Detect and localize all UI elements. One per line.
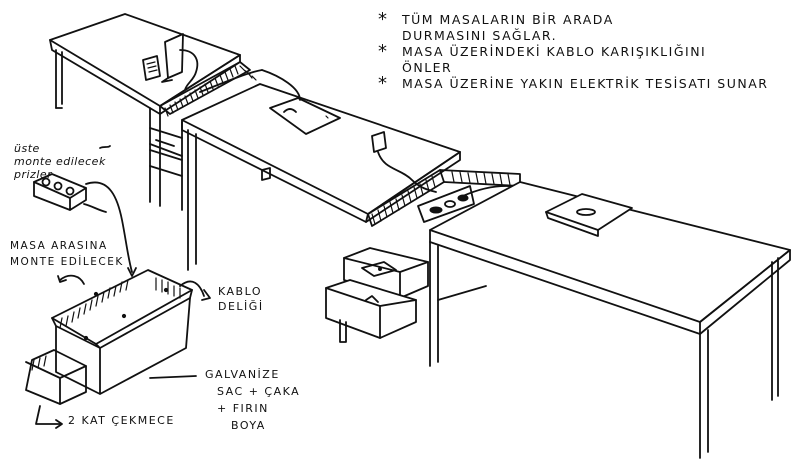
label-galv-line-4: BOYA [231, 419, 266, 432]
label-galv-line-1: GALVANİZE [205, 368, 280, 381]
note-2-line-2: ÖNLER [402, 60, 453, 75]
note-2: * MASA ÜZERİNDEKİ KABLO KARIŞIKLIĞINI [378, 41, 768, 62]
cable-channel-back [159, 61, 263, 117]
pedestal-drawers [149, 107, 183, 211]
label-masa-line-2: MONTE EDİLECEK [10, 256, 124, 268]
bullet-star-icon: * [378, 9, 389, 30]
design-notes: * TÜM MASALARIN BİR ARADA DURMASINI SAĞL… [378, 9, 769, 94]
bullet-star-icon: * [378, 41, 389, 62]
label-priz-line-1: üste [14, 142, 40, 155]
note-2-line-1: MASA ÜZERİNDEKİ KABLO KARIŞIKLIĞINI [402, 44, 707, 59]
label-priz-line-3: prizler [14, 168, 53, 181]
cable-channel-front [367, 169, 557, 227]
bullet-star-icon: * [378, 73, 389, 94]
label-galv-line-2: SAC + ÇAKA [217, 385, 301, 398]
table-middle [181, 69, 461, 271]
note-3: * MASA ÜZERİNE YAKIN ELEKTRİK TESİSATI S… [378, 73, 769, 94]
cable-box-detail [25, 269, 211, 429]
label-cable-hole: KABLO DELİĞİ [218, 284, 264, 314]
side-drawers [325, 247, 429, 343]
label-material: GALVANİZE SAC + ÇAKA + FIRIN BOYA [205, 366, 300, 434]
note-1-line-1: TÜM MASALARIN BİR ARADA [402, 12, 614, 27]
note-1: * TÜM MASALARIN BİR ARADA [378, 9, 768, 30]
label-priz-line-2: monte edilecek [14, 155, 106, 168]
table-front-right [429, 181, 791, 459]
table-back-left [49, 13, 241, 115]
label-kablo-line-1: KABLO [218, 285, 262, 298]
power-strip-detail [33, 173, 137, 277]
label-kablo-line-2: DELİĞİ [218, 300, 264, 313]
note-1-line-2: DURMASINI SAĞLAR. [402, 28, 558, 43]
label-mount-between-desks: MASA ARASINA MONTE EDİLECEK [10, 238, 124, 270]
label-power-sockets: üste monte edilecek prizler [14, 142, 106, 181]
label-two-tier-drawer: 2 KAT ÇEKMECE [68, 414, 175, 427]
label-galv-line-3: + FIRIN [217, 402, 269, 415]
label-masa-line-1: MASA ARASINA [10, 240, 108, 252]
note-3-line-1: MASA ÜZERİNE YAKIN ELEKTRİK TESİSATI SUN… [402, 76, 769, 91]
